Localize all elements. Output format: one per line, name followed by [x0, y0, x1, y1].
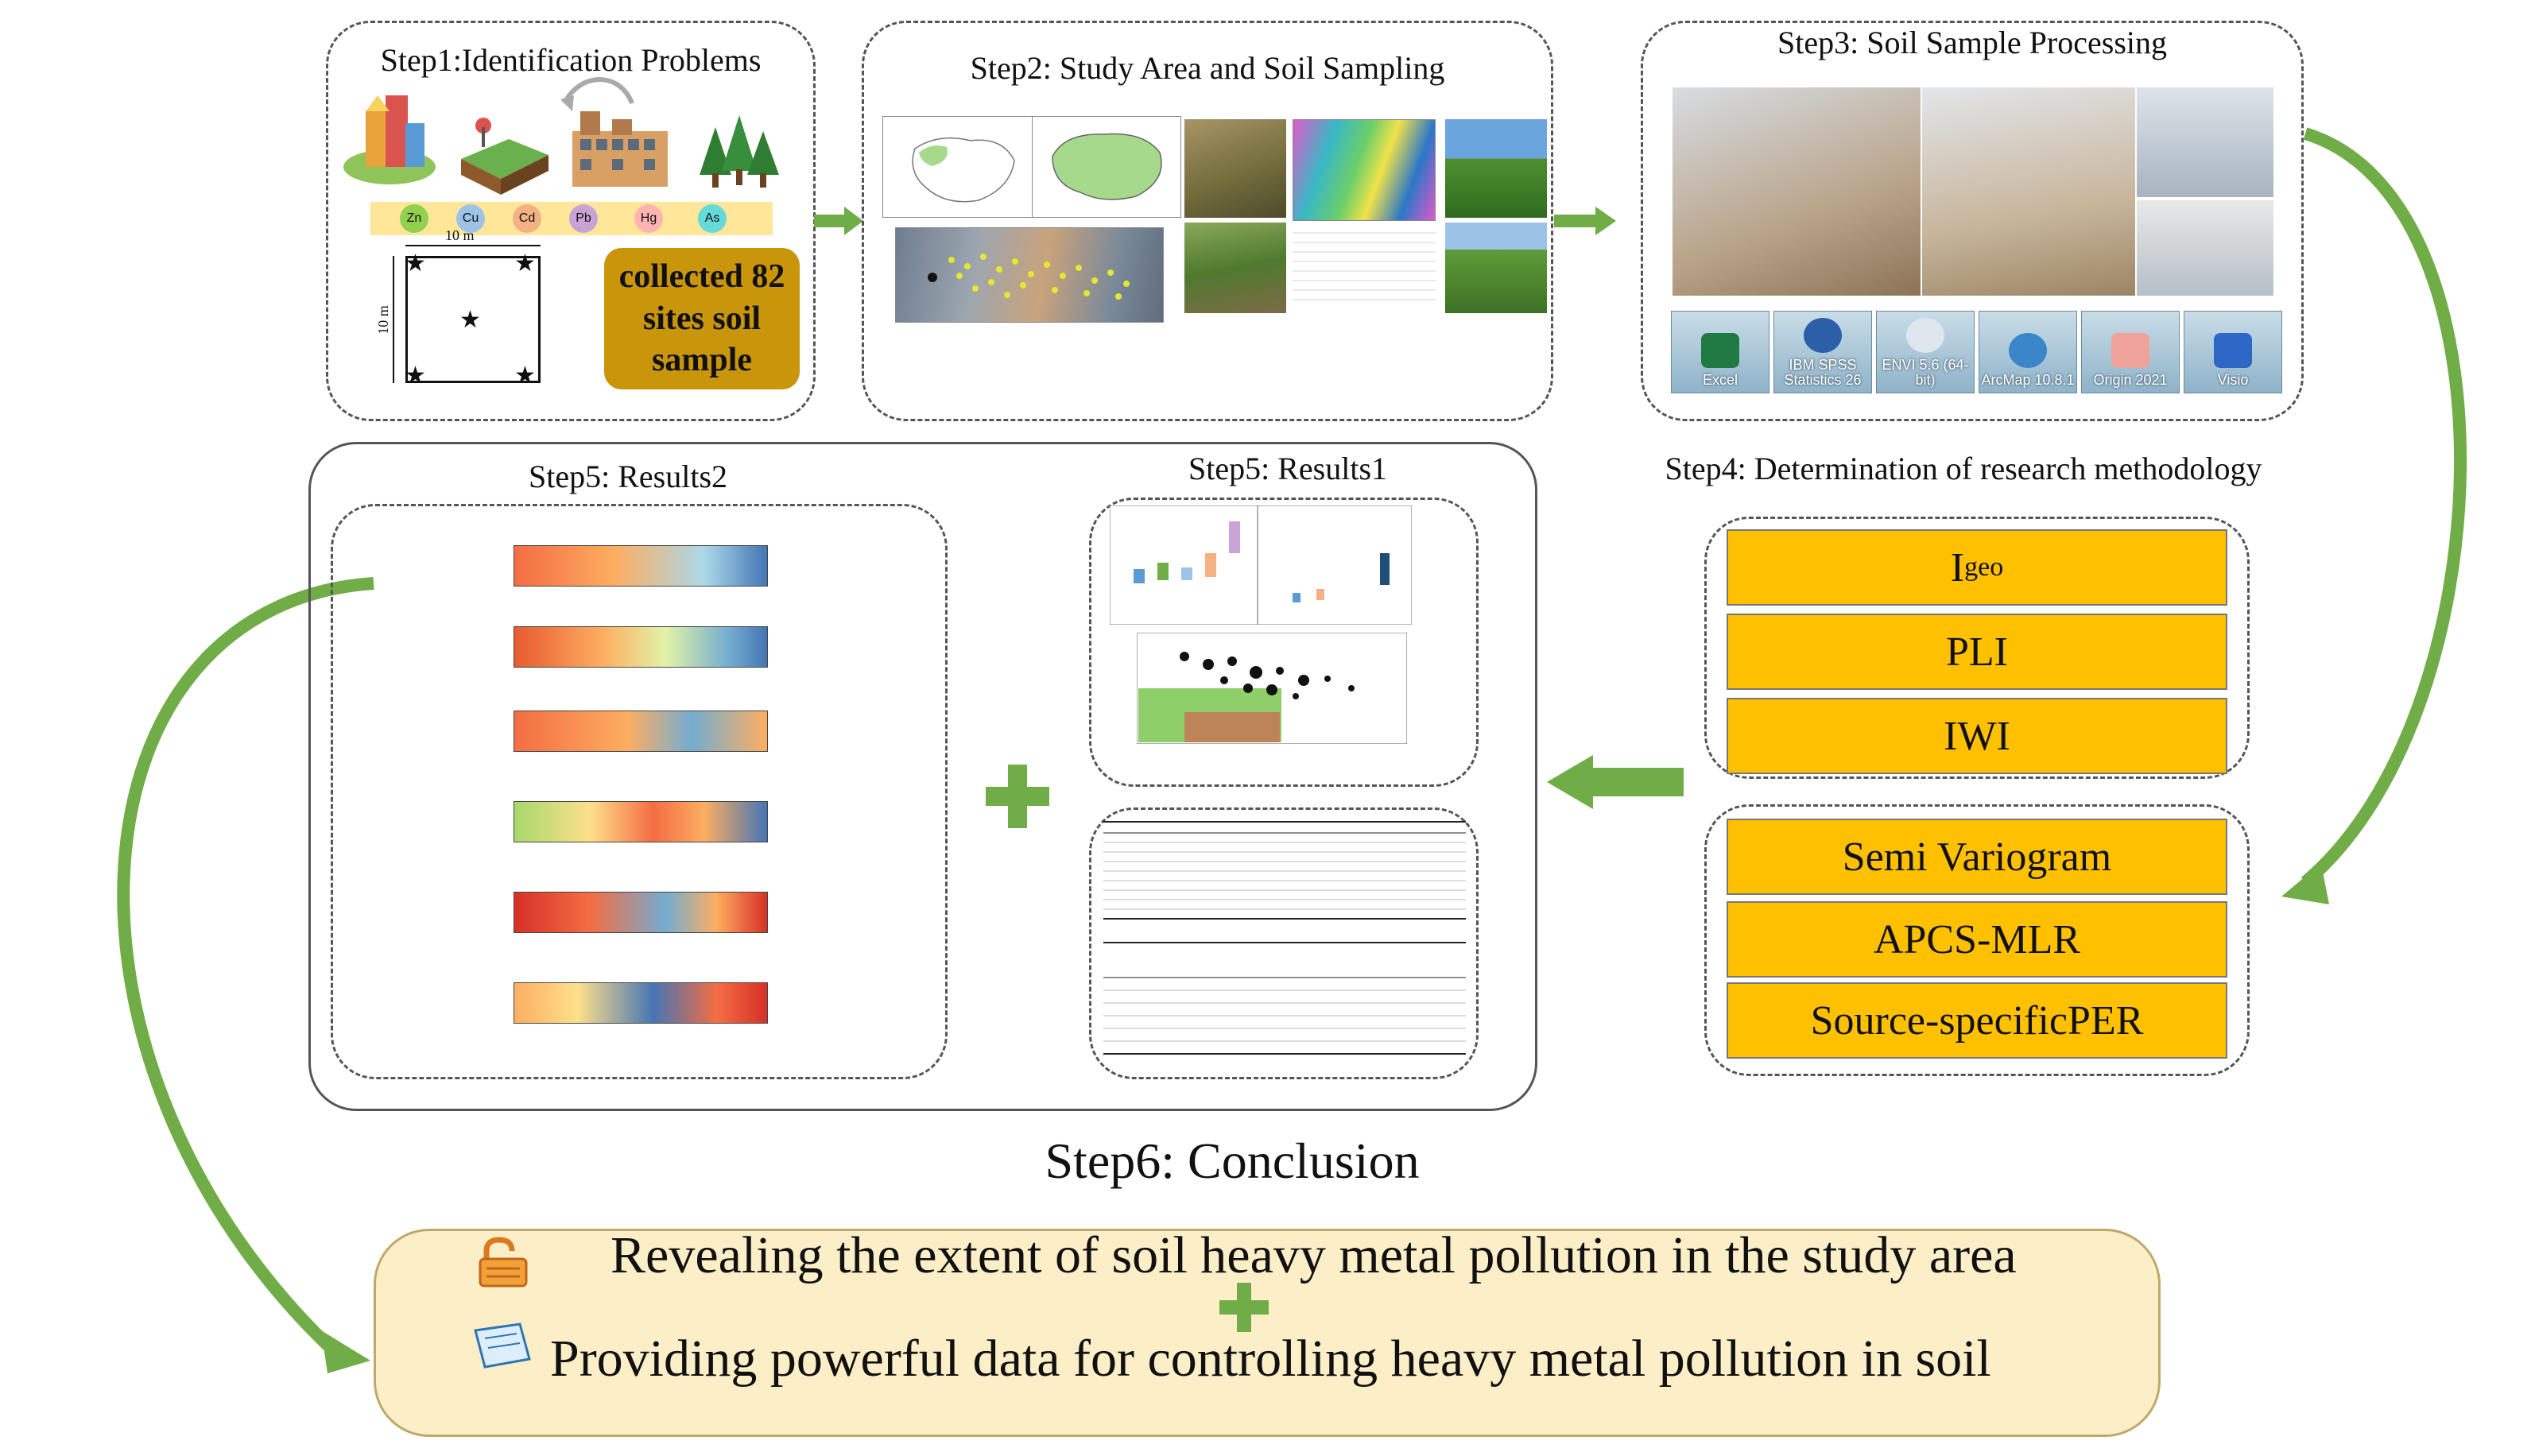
soil-type-map: [1293, 119, 1436, 221]
city-icon: [343, 95, 436, 184]
star-icon: ★: [405, 250, 426, 277]
tool-arcmap-label: ArcMap 10.8.1: [1981, 372, 2075, 389]
results-container: [308, 442, 1537, 1111]
methods-group-1: [1704, 517, 2250, 779]
plot-width-label: 10 m: [445, 227, 475, 243]
method-semi-variogram: Semi Variogram: [1727, 819, 2227, 895]
lab-photo-1: [1673, 87, 1921, 296]
step1-title: Step1:Identification Problems: [380, 42, 762, 78]
step4-title: Step4: Determination of research methodo…: [1665, 451, 2262, 486]
lab-photo-2: [1922, 87, 2135, 296]
star-icon: ★: [514, 362, 536, 389]
tool-envi-label: ENVI 5.6 (64-bit): [1882, 357, 1969, 389]
star-icon: ★: [405, 362, 426, 389]
metal-hg: Hg: [634, 204, 663, 233]
metal-zn: Zn: [400, 204, 428, 233]
tool-arcmap: ArcMap 10.8.1: [1979, 311, 2077, 393]
note-icon: [474, 1322, 531, 1369]
method-semi-variogram-label: Semi Variogram: [1842, 834, 2112, 880]
tool-origin: Origin 2021: [2081, 311, 2180, 393]
method-igeo-label: I: [1950, 544, 1965, 591]
results1-table-box: [1089, 807, 1479, 1079]
conclusion-box: [374, 1229, 2161, 1437]
metal-pb: Pb: [569, 204, 598, 233]
tool-visio-label: Visio: [2217, 372, 2249, 389]
land-icon: [461, 118, 548, 195]
star-icon: ★: [514, 250, 536, 277]
method-source-specific-per-label: Source-specificPER: [1810, 997, 2144, 1044]
method-apcs-mlr-label: APCS-MLR: [1873, 916, 2081, 962]
statistics-tables: [1103, 821, 1466, 1055]
collected-sample-box: collected 82 sites soil sample: [604, 248, 800, 389]
problem-illustration: [343, 77, 779, 195]
method-iwi-label: IWI: [1944, 713, 2010, 759]
tool-origin-label: Origin 2021: [2093, 372, 2168, 389]
results2-title: Step5: Results2: [528, 459, 728, 494]
metal-cu: Cu: [456, 204, 485, 233]
tool-envi: ENVI 5.6 (64-bit): [1876, 311, 1975, 393]
star-icon: ★: [459, 307, 481, 333]
tool-excel: Excel: [1671, 311, 1769, 393]
step6-title: Step6: Conclusion: [1045, 1133, 1420, 1189]
method-apcs-mlr: APCS-MLR: [1727, 901, 2227, 978]
method-pli-label: PLI: [1946, 629, 2008, 675]
arrow-step1-step2: [814, 207, 863, 235]
plot-height-dim: [393, 256, 394, 383]
tool-visio: Visio: [2184, 311, 2282, 393]
plot-height-label: 10 m: [374, 305, 391, 335]
collected-sample-text: collected 82 sites soil sample: [618, 258, 785, 379]
results1-title: Step5: Results1: [1188, 451, 1388, 486]
lock-icon: [479, 1237, 528, 1288]
sampling-points-icon: [928, 254, 1130, 300]
conclusion-line-2: Providing powerful data for controlling …: [550, 1330, 1991, 1388]
interpolation-map-3: [509, 699, 771, 763]
tool-spss-label: IBM SPSS Statistics 26: [1784, 357, 1862, 389]
china-map: [882, 116, 1033, 218]
interpolation-map-4: [509, 790, 771, 854]
step2-title: Step2: Study Area and Soil Sampling: [970, 50, 1445, 86]
interpolation-map-2: [509, 615, 771, 679]
instrument-photo-2: [2137, 200, 2273, 296]
plot-width-dim: [405, 245, 541, 246]
factory-icon: [572, 111, 668, 187]
interpolation-map-6: [509, 971, 771, 1035]
crop-photo-2: [1445, 223, 1547, 313]
method-igeo-sub: geo: [1964, 552, 2004, 582]
arrow-methods-results: [1547, 755, 1684, 809]
step2-box: [862, 21, 1553, 421]
arrow-step2-step3: [1554, 207, 1616, 235]
field-photo-2: [1184, 223, 1286, 313]
tool-spss: IBM SPSS Statistics 26: [1773, 311, 1872, 393]
field-photo-1: [1184, 119, 1286, 218]
tree-icon: [700, 115, 779, 188]
plus-icon: [986, 765, 1049, 828]
boxplot-figure: [1110, 505, 1412, 625]
instrument-photo-1: [2137, 87, 2273, 197]
interpolation-map-1: [509, 534, 771, 598]
conclusion-line-1: Revealing the extent of soil heavy metal…: [610, 1226, 2017, 1284]
soil-type-legend: [1293, 224, 1436, 304]
method-iwi: IWI: [1727, 698, 2227, 774]
method-source-specific-per: Source-specificPER: [1727, 982, 2227, 1059]
method-pli: PLI: [1727, 614, 2227, 690]
crop-photo-1: [1445, 119, 1547, 218]
results2-box: [331, 504, 948, 1079]
metal-cd: Cd: [513, 204, 541, 233]
sampling-plot: [405, 256, 541, 383]
interpolation-map-5: [509, 881, 771, 944]
xinjiang-map: [1032, 116, 1181, 218]
plus-icon: [1219, 1283, 1269, 1332]
results1-chart-box: [1089, 498, 1479, 787]
tool-excel-label: Excel: [1702, 372, 1738, 389]
sampling-points-map: [895, 227, 1164, 323]
pollution-map: [1137, 633, 1407, 744]
step3-title: Step3: Soil Sample Processing: [1777, 25, 2167, 60]
methods-group-2: [1704, 804, 2250, 1076]
metal-as: As: [698, 204, 727, 233]
